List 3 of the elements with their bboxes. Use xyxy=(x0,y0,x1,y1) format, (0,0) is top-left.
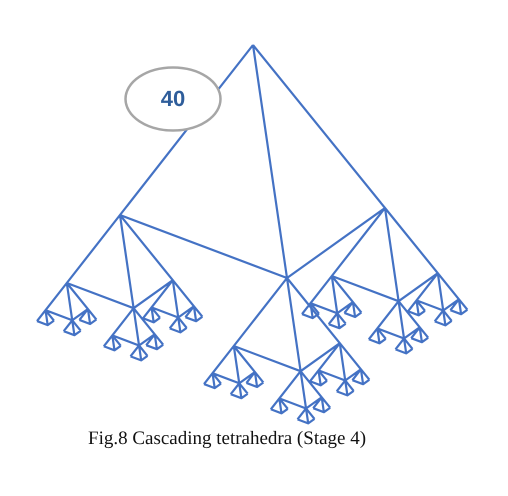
number-ellipse xyxy=(124,66,222,132)
number-label: 40 xyxy=(160,86,186,112)
figure-caption: Fig.8 Cascading tetrahedra (Stage 4) xyxy=(88,428,366,450)
